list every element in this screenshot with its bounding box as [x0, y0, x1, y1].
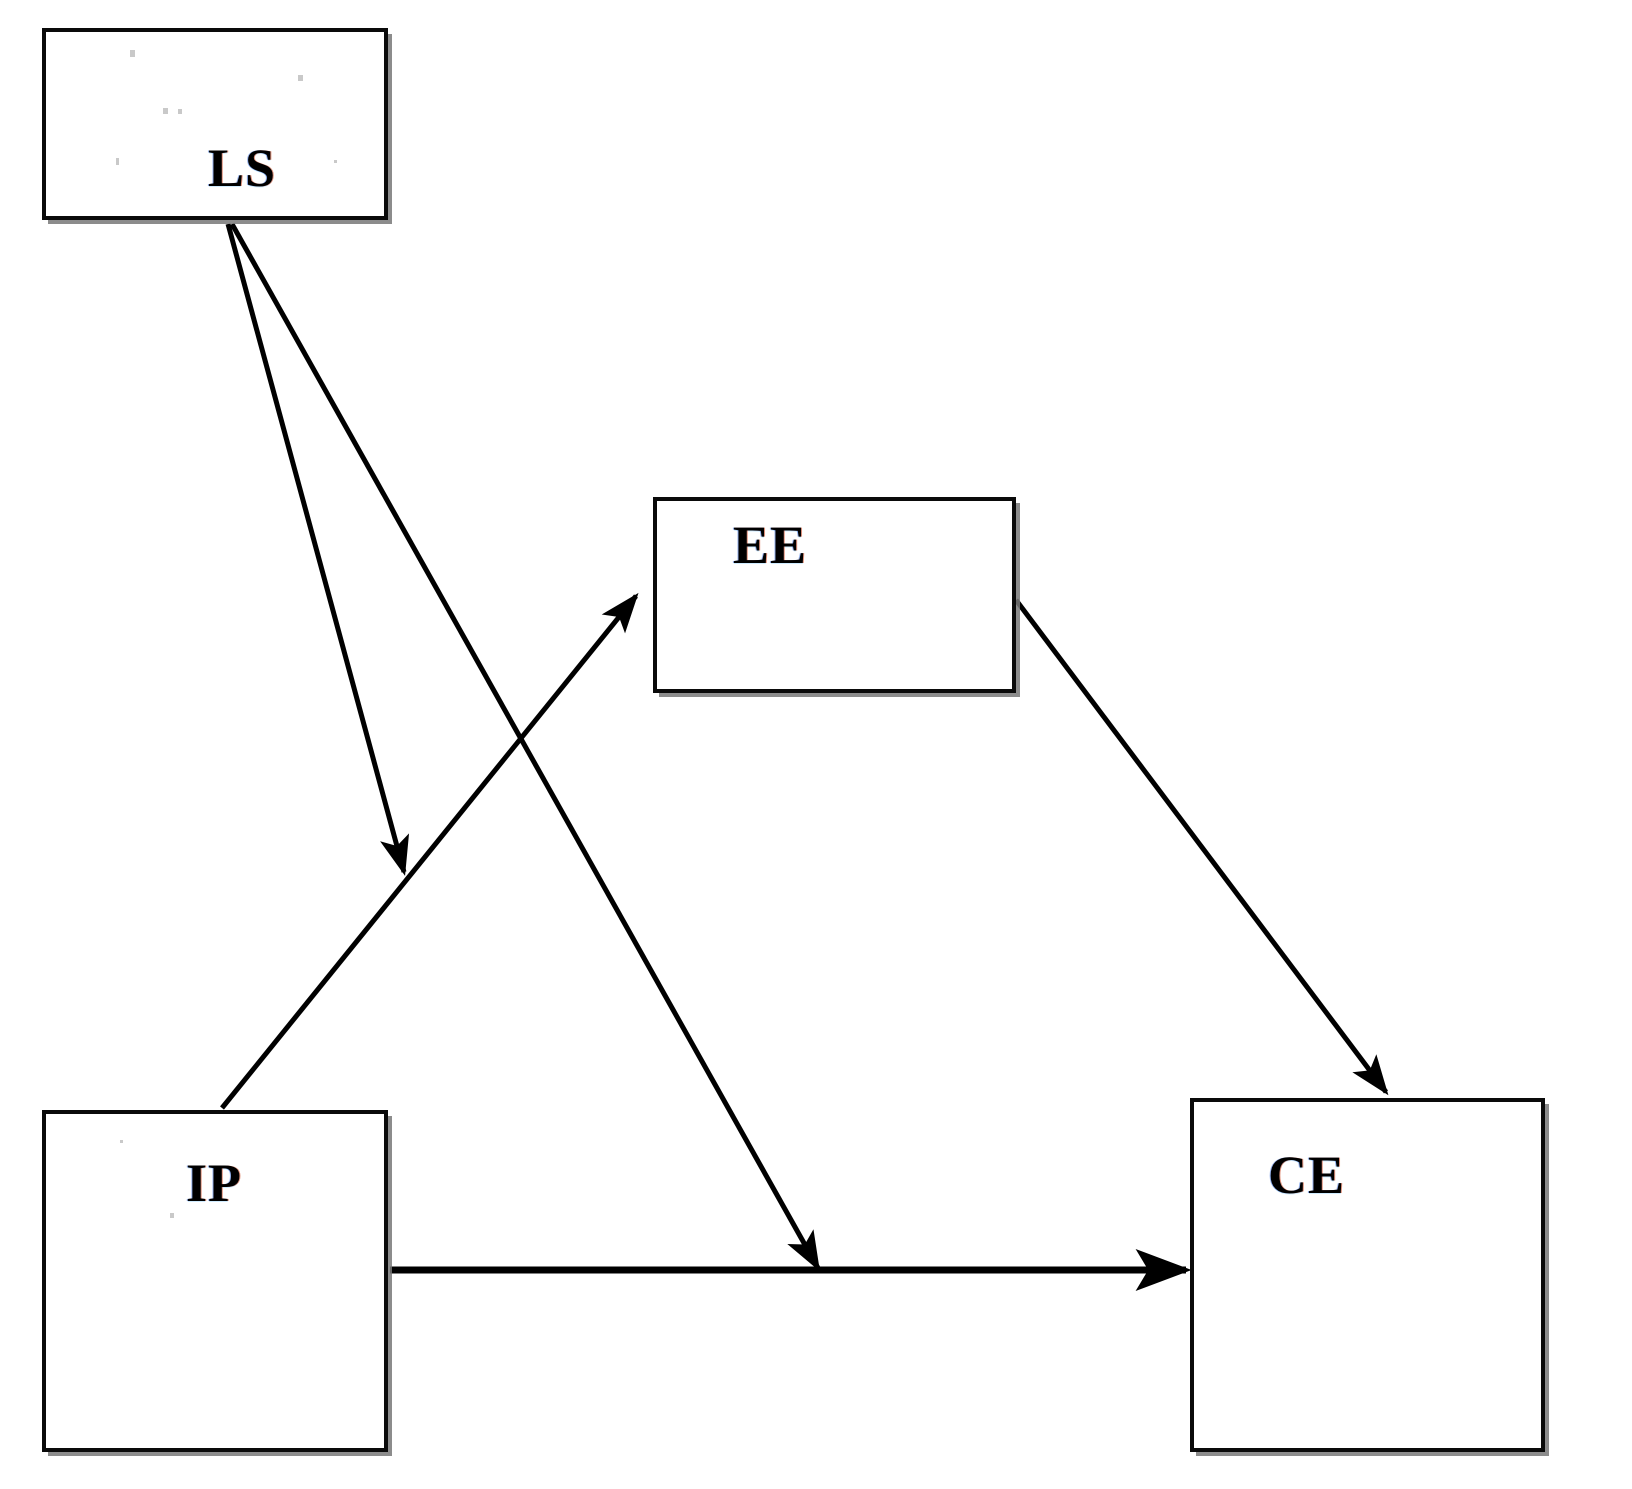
node-box-ls[interactable] — [42, 28, 388, 220]
scan-speck — [334, 160, 337, 163]
scan-speck — [178, 109, 182, 114]
scan-speck — [116, 158, 119, 165]
scan-speck — [170, 1213, 174, 1218]
node-label-ls: LS — [208, 138, 277, 198]
edges-group — [220, 222, 1389, 1291]
edge-ls-to-ip-ce-line — [229, 222, 821, 1272]
node-label-ee: EE — [733, 515, 808, 575]
node-label-ip: IP — [186, 1153, 242, 1213]
node-label-ce: CE — [1268, 1145, 1346, 1205]
edge-ip-to-ee — [220, 592, 639, 1110]
edge-ee-to-ce — [1014, 598, 1389, 1096]
node-box-ee[interactable] — [653, 497, 1016, 693]
scan-speck — [298, 75, 303, 81]
scan-speck — [120, 1140, 123, 1143]
node-box-ce[interactable] — [1190, 1098, 1545, 1452]
edge-ls-to-ip-path — [225, 223, 410, 876]
scan-speck — [163, 108, 168, 114]
scan-speck — [130, 50, 135, 57]
node-box-ip[interactable] — [42, 1110, 388, 1452]
